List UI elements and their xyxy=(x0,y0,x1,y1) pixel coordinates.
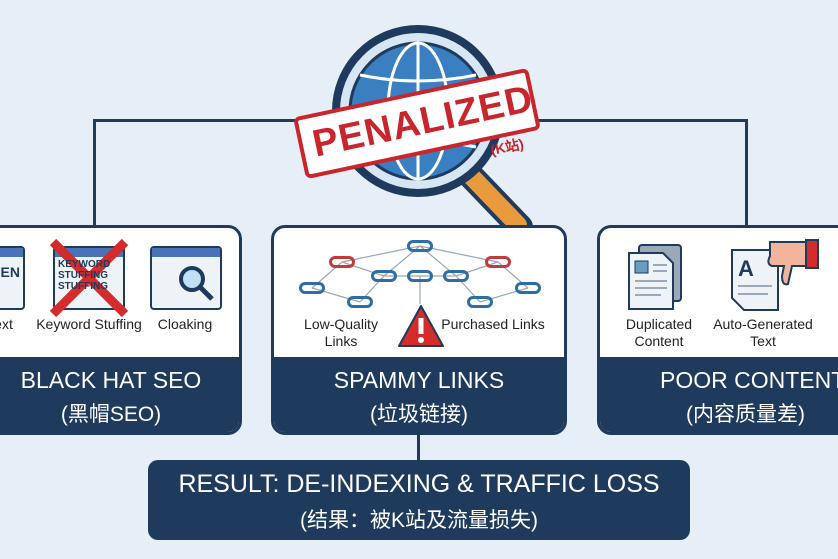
panel-black-hat-seo: EN Hidden Text KEYWORD STUFFING STUFFING… xyxy=(0,225,242,435)
item-cloaking: Cloaking xyxy=(157,316,213,332)
result-box: RESULT: DE-INDEXING & TRAFFIC LOSS (结果：被… xyxy=(148,460,690,540)
chain-link-icon xyxy=(443,270,469,282)
panel-subtitle: (垃圾链接) xyxy=(370,403,468,426)
item-keyword-stuffing: Keyword Stuffing xyxy=(36,316,142,332)
panel-title: BLACK HAT SEO xyxy=(20,367,202,393)
panel-spammy-links: Low-Quality Links Purchased Links SPAMMY… xyxy=(271,225,567,435)
item-hidden-text: Hidden Text xyxy=(0,316,13,332)
panel-title: POOR CONTENT xyxy=(660,367,838,393)
result-title: RESULT: DE-INDEXING & TRAFFIC LOSS xyxy=(178,470,660,498)
panel-subtitle: (内容质量差) xyxy=(686,403,805,426)
svg-text:A: A xyxy=(738,256,754,281)
panel-title: SPAMMY LINKS xyxy=(333,367,505,393)
keyword-stuffing-icon-text: KEYWORD STUFFING STUFFING xyxy=(58,259,111,292)
item-low-quality-links: Low-Quality Links xyxy=(304,316,378,349)
document-thumbs-down-icon: A xyxy=(731,239,819,311)
item-purchased-links: Purchased Links xyxy=(441,316,545,332)
chain-link-icon xyxy=(467,296,493,308)
item-auto-generated-text: Auto-Generated Text xyxy=(713,316,813,349)
warning-icon xyxy=(398,305,444,347)
hidden-text-window-icon: EN xyxy=(0,246,25,310)
panel-subtitle: (黑帽SEO) xyxy=(60,403,162,426)
chain-link-icon xyxy=(347,296,373,308)
item-duplicated-content: Duplicated Content xyxy=(625,316,693,349)
chain-link-icon xyxy=(407,270,433,282)
chain-link-icon xyxy=(329,256,355,268)
chain-link-icon xyxy=(485,256,511,268)
duplicate-document-icon xyxy=(628,244,682,310)
chain-link-icon xyxy=(371,270,397,282)
panel-footer: BLACK HAT SEO (黑帽SEO) xyxy=(0,357,239,432)
panel-poor-content: Duplicated Content A Auto-Generated Text… xyxy=(597,225,838,435)
magnifier-window-icon xyxy=(150,246,222,310)
connector-left xyxy=(93,119,96,227)
chain-link-icon xyxy=(299,282,325,294)
panel-footer: POOR CONTENT (内容质量差) xyxy=(600,357,838,432)
result-subtitle: (结果：被K站及流量损失) xyxy=(300,509,538,532)
connector-bottom xyxy=(417,430,420,462)
panel-footer: SPAMMY LINKS (垃圾链接) xyxy=(274,357,564,432)
link-network-lines xyxy=(311,245,529,304)
chain-link-icon xyxy=(515,282,541,294)
connector-right xyxy=(745,119,748,227)
red-x-icon xyxy=(49,238,129,318)
chain-link-icon xyxy=(407,240,433,252)
